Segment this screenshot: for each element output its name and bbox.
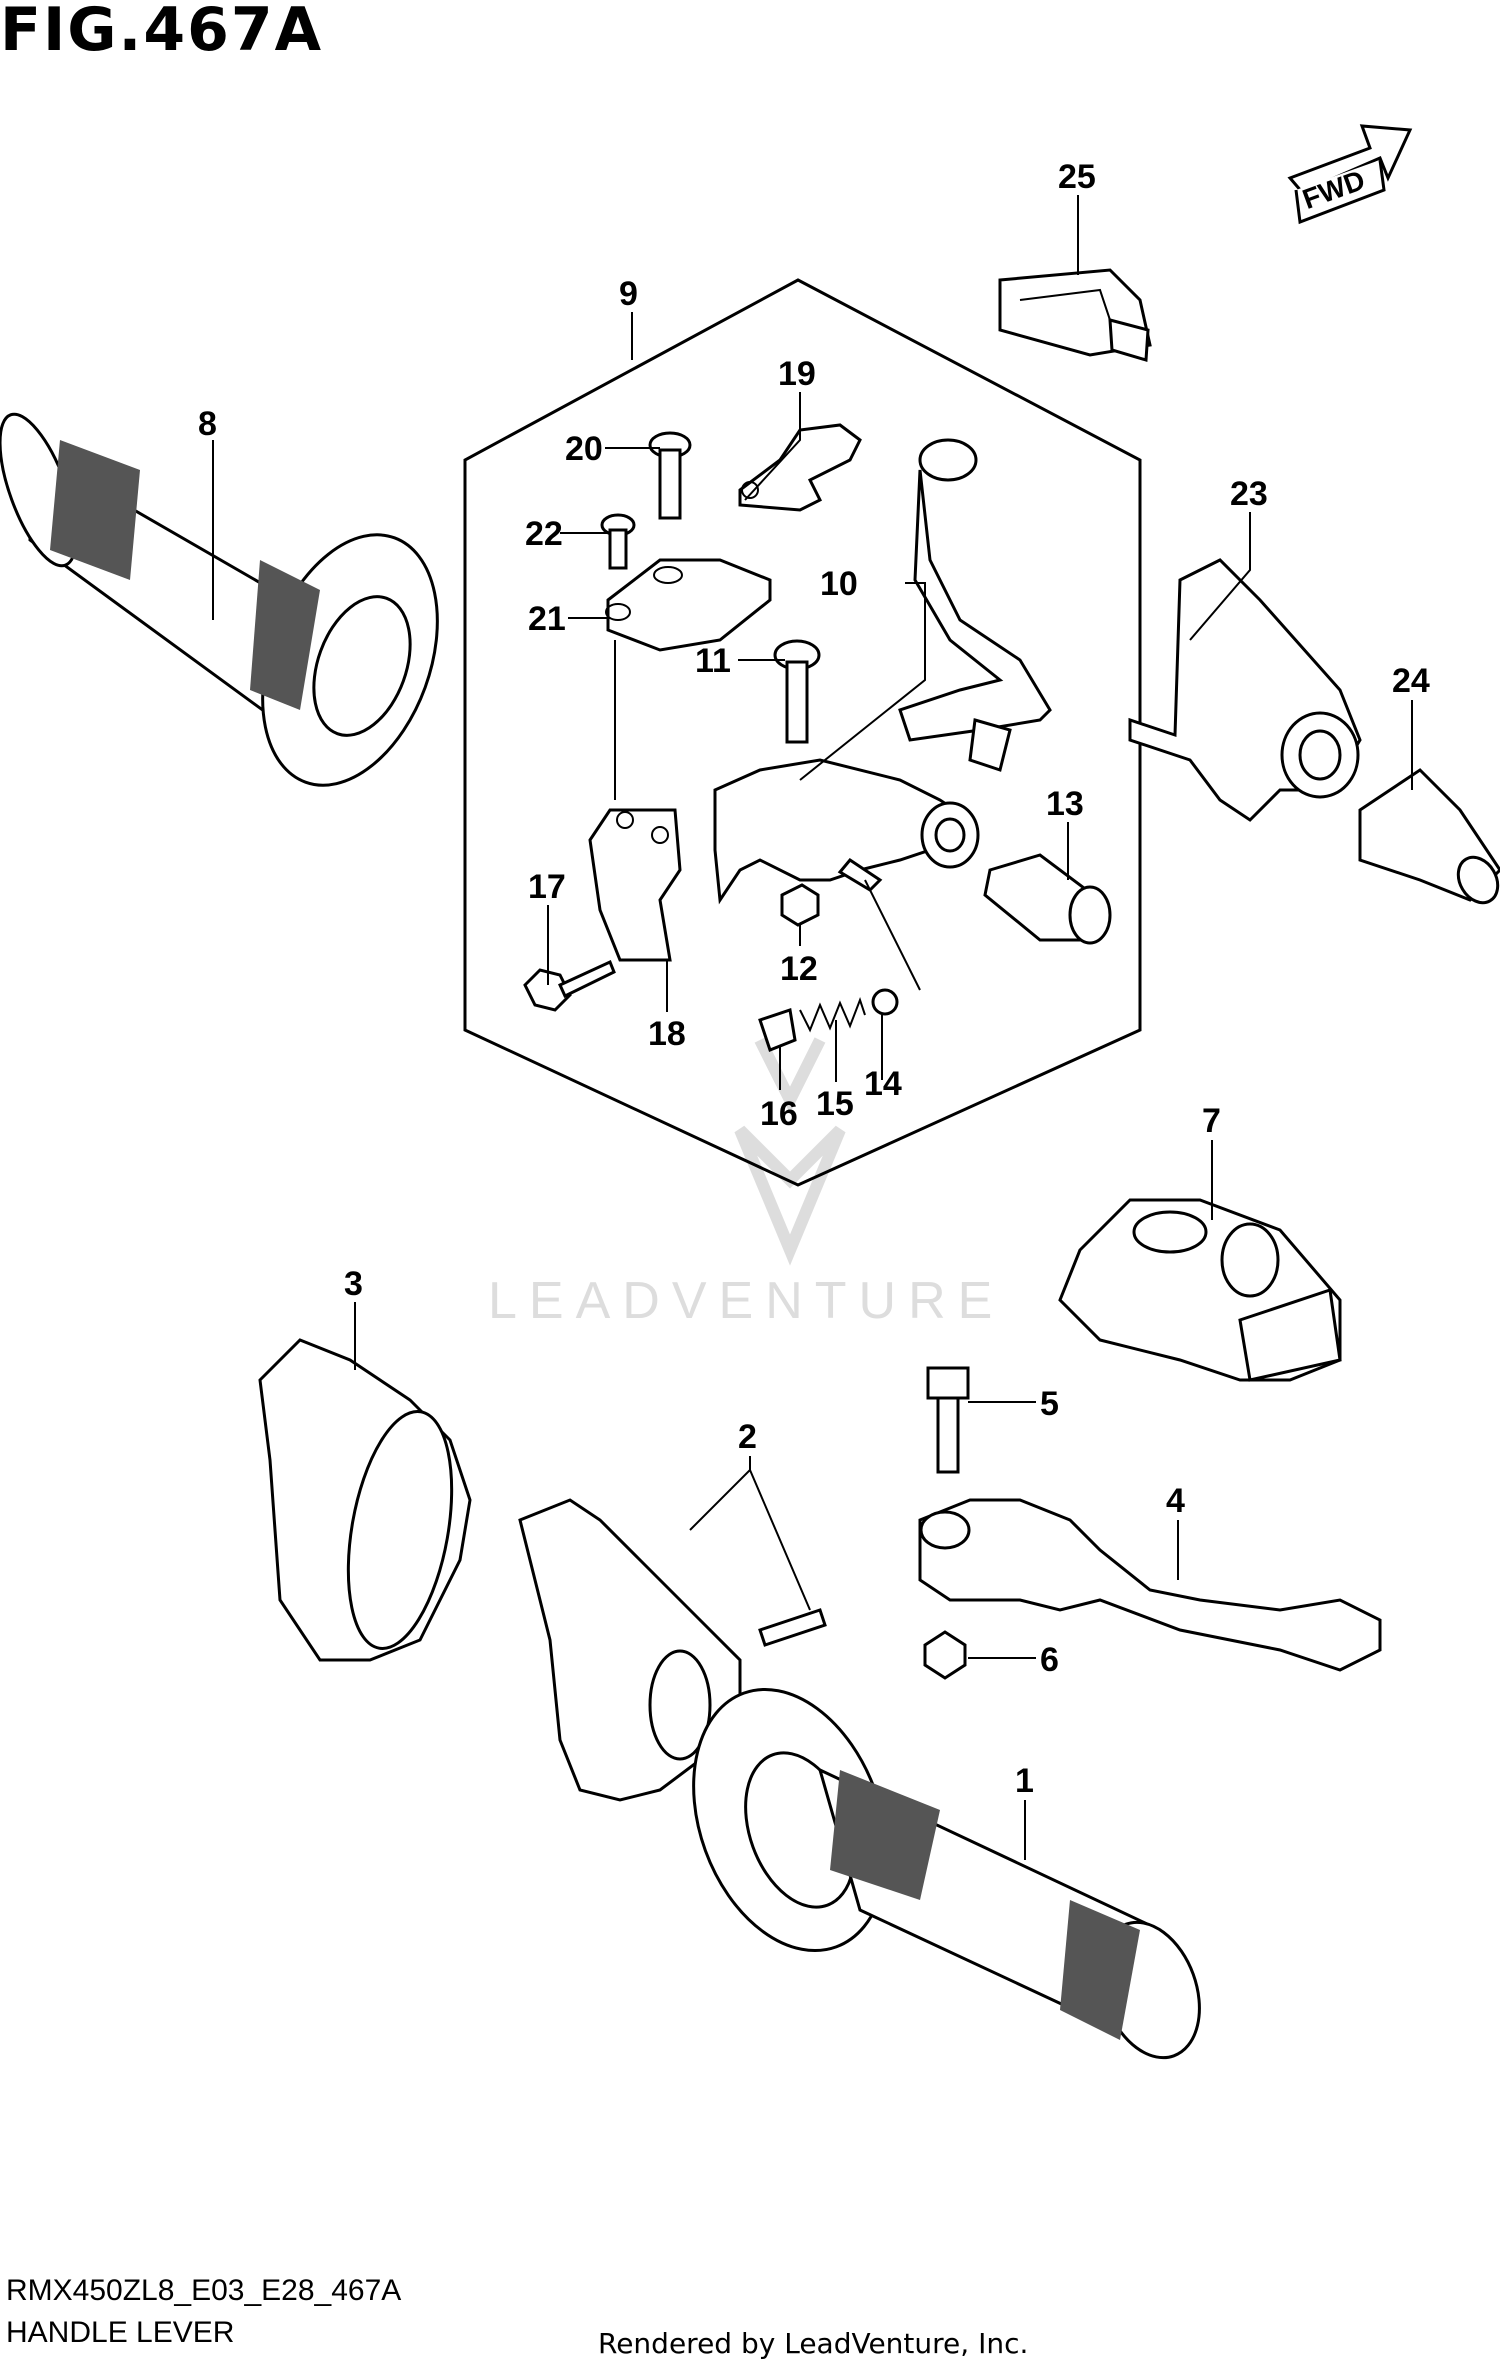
callout-11: 11: [695, 642, 731, 680]
callout-9: 9: [619, 275, 638, 313]
part-12-nut: [780, 883, 820, 927]
part-8-left-grip: [0, 412, 439, 787]
part-13-adjuster: [983, 853, 1112, 945]
callout-2: 2: [738, 1418, 757, 1456]
part-7-cover: [1058, 1198, 1342, 1382]
callout-8: 8: [198, 405, 217, 443]
callout-15: 15: [816, 1085, 854, 1123]
figure-title: FIG.467A: [0, 0, 324, 65]
callout-19: 19: [778, 355, 816, 393]
lever-perch-body: [713, 758, 980, 905]
part-5-bolt: [926, 1366, 970, 1474]
callout-21: 21: [528, 600, 566, 638]
part-4-lever: [918, 1498, 1382, 1672]
part-14-ball: [871, 988, 899, 1016]
part-24-adjuster: [1358, 768, 1500, 905]
part-6-nut: [923, 1630, 967, 1680]
callout-13: 13: [1046, 785, 1084, 823]
callout-7: 7: [1202, 1102, 1221, 1140]
callout-25: 25: [1058, 158, 1096, 196]
callout-16: 16: [760, 1095, 798, 1133]
callout-23: 23: [1230, 475, 1268, 513]
part-3-grip-guard: [258, 1338, 472, 1662]
leadventure-watermark: LEADVENTURE: [488, 1037, 1004, 1330]
callout-24: 24: [1392, 662, 1430, 700]
footer-model-code: RMX450ZL8_E03_E28_467A: [6, 2274, 402, 2307]
part-22-screw: [600, 513, 636, 570]
fwd-arrow-icon: FWD: [1287, 124, 1413, 225]
part-17-bolt: [523, 959, 616, 1012]
callout-5: 5: [1040, 1385, 1059, 1423]
watermark-text: LEADVENTURE: [488, 1272, 1004, 1330]
callout-22: 22: [525, 515, 563, 553]
assembly-9-boundary: [463, 278, 1142, 1187]
part-1-right-grip: [692, 1687, 1201, 2060]
part-20-screw: [648, 431, 692, 520]
leader-lines: [212, 195, 1413, 1860]
part-21-clamp: [605, 558, 772, 652]
part-25-cover: [998, 268, 1152, 362]
part-23-housing: [1128, 558, 1362, 822]
callout-3: 3: [344, 1265, 363, 1303]
callout-1: 1: [1015, 1762, 1034, 1800]
part-11-bolt: [773, 639, 821, 744]
part-15-spring: [799, 997, 866, 1033]
callout-numbers: 8 9 25 23 24 19 20 22 21 10 11 12 13 17 …: [198, 158, 1430, 1800]
callout-20: 20: [565, 430, 603, 468]
callout-18: 18: [648, 1015, 686, 1053]
callout-4: 4: [1166, 1482, 1185, 1520]
callout-6: 6: [1040, 1641, 1059, 1679]
footer-credit: Rendered by LeadVenture, Inc.: [598, 2327, 1029, 2360]
callout-10: 10: [820, 565, 858, 603]
callout-17: 17: [528, 868, 566, 906]
part-16-screw: [758, 1008, 797, 1052]
callout-14: 14: [864, 1065, 902, 1103]
part-19-bracket: [738, 423, 862, 512]
part-10-lever: [898, 438, 1052, 772]
callout-12: 12: [780, 950, 818, 988]
part-18-clamp: [588, 808, 682, 962]
footer-section-name: HANDLE LEVER: [6, 2316, 235, 2349]
